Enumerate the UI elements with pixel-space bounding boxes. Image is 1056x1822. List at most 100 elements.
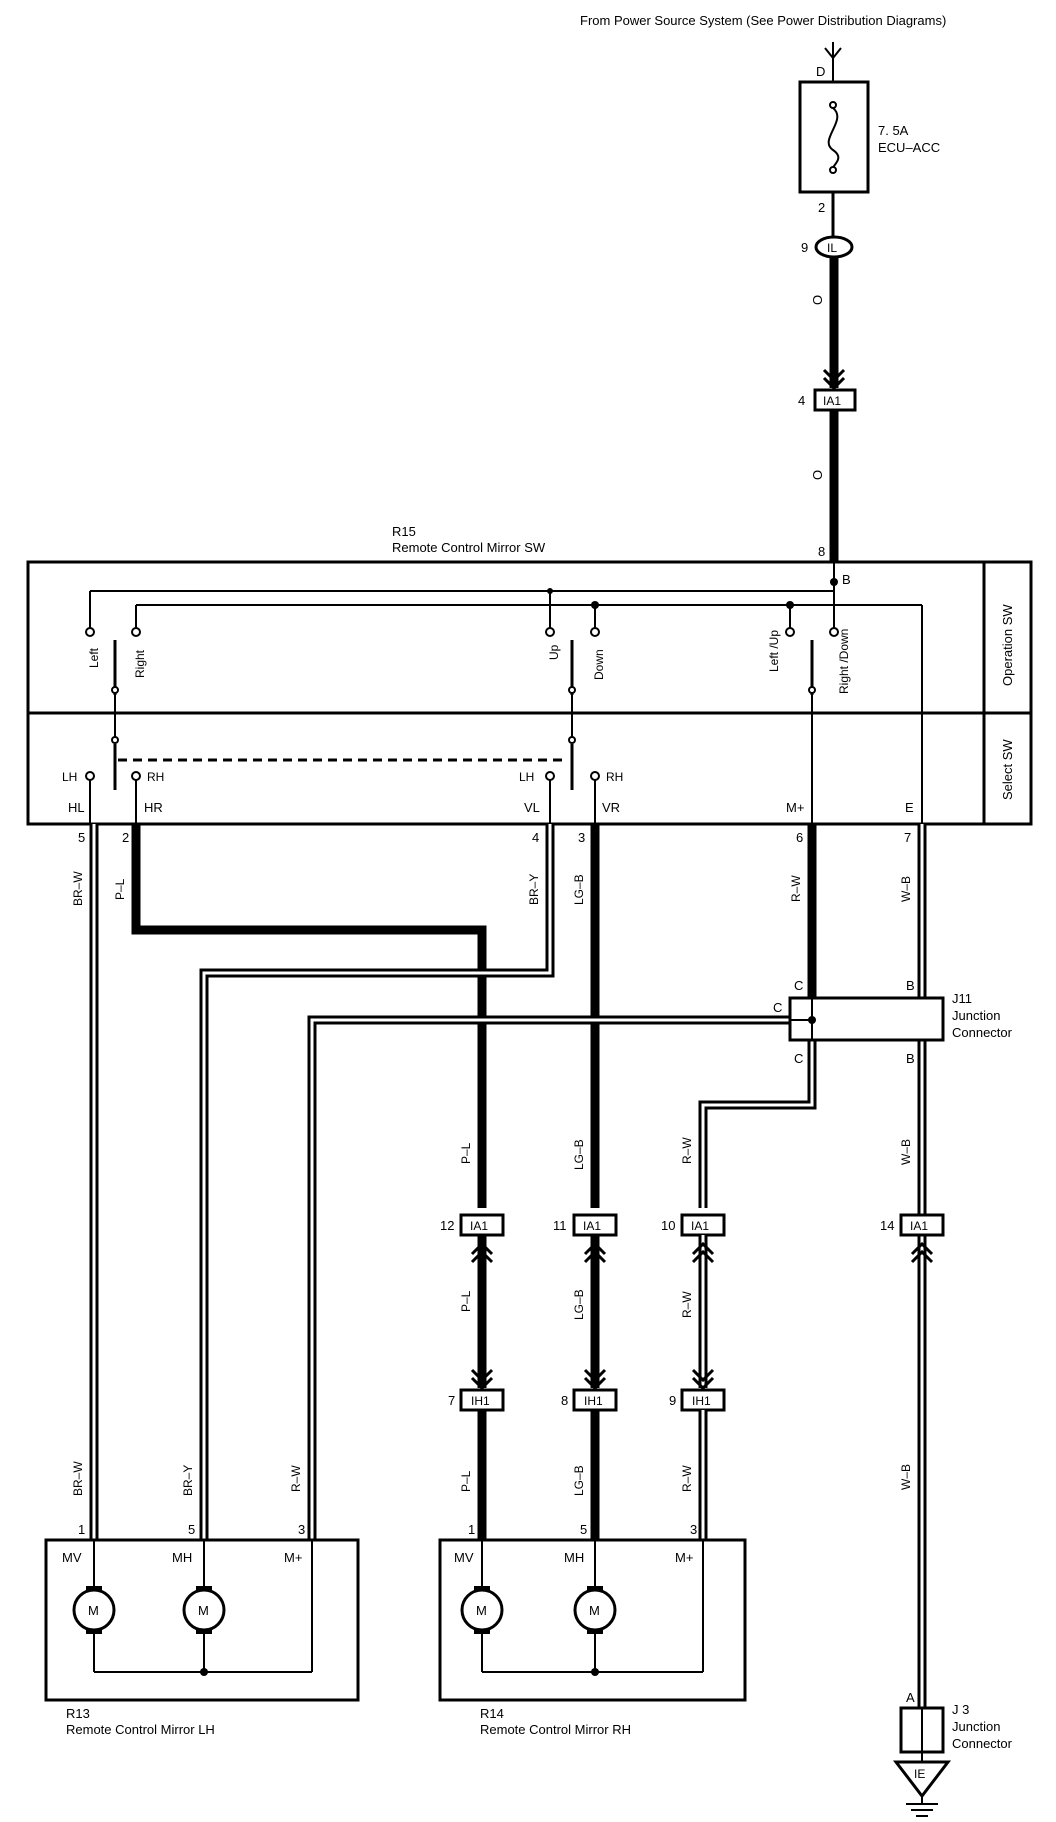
ia1-12-label: IA1 xyxy=(470,1219,488,1233)
mirror-lh-pin3: 3 xyxy=(298,1522,305,1537)
mirror-rh-pin3: 3 xyxy=(690,1522,697,1537)
op-left-label: Left xyxy=(87,647,101,668)
mirror-lh-code: R13 xyxy=(66,1706,90,1721)
wire-color-p-l-4: P–L xyxy=(459,1470,473,1492)
mirror-rh-term-mh: MH xyxy=(564,1550,584,1565)
pin-vr-num: 3 xyxy=(578,830,585,845)
fuse-name: ECU–ACC xyxy=(878,140,940,155)
j3-name1: Junction xyxy=(952,1719,1000,1734)
j11-c-left: C xyxy=(773,1000,782,1015)
ia1-14-label: IA1 xyxy=(910,1219,928,1233)
switch-body xyxy=(26,560,1033,826)
fuse-rating: 7. 5A xyxy=(878,123,909,138)
motor-icon: M xyxy=(72,1586,116,1634)
j11-code: J11 xyxy=(952,991,972,1006)
fuse-pin-in: D xyxy=(816,64,825,79)
ih1-7-label: IH1 xyxy=(471,1394,490,1408)
select-lh1: LH xyxy=(62,770,77,784)
pin-vr-name: VR xyxy=(602,800,620,815)
ground-icon xyxy=(892,1760,952,1817)
pin-e-name: E xyxy=(905,800,914,815)
mirror-rh-term-mv: MV xyxy=(454,1550,474,1565)
ih1-9-pin: 9 xyxy=(669,1393,676,1408)
fuse-pin-out: 2 xyxy=(818,200,825,215)
mirror-lh-term-mplus: M+ xyxy=(284,1550,302,1565)
wire-color-w-b-2: W–B xyxy=(899,1139,913,1165)
il-connector xyxy=(814,235,854,259)
fuse-box xyxy=(798,80,870,194)
svg-text:M: M xyxy=(589,1603,600,1618)
op-left-up-label: Left /Up xyxy=(767,630,781,672)
wire-color-w-b-1: W–B xyxy=(899,876,913,902)
ih1-7-pin: 7 xyxy=(448,1393,455,1408)
wire-color-r-w-2: R–W xyxy=(680,1137,694,1164)
op-right-label: Right xyxy=(133,649,147,678)
pin-hr-name: HR xyxy=(144,800,163,815)
wire-color-lg-b-3: LG–B xyxy=(572,1289,586,1320)
switch-pin-b-num: 8 xyxy=(818,544,825,559)
ia1-10-pin: 10 xyxy=(661,1218,675,1233)
motor-icon: M xyxy=(573,1586,617,1634)
ih1-9-label: IH1 xyxy=(692,1394,711,1408)
il-pin: 9 xyxy=(801,240,808,255)
connector-chevrons xyxy=(470,1241,934,1391)
wire-color-lg-b-4: LG–B xyxy=(572,1465,586,1496)
wire-color-r-w-1: R–W xyxy=(789,875,803,902)
il-label: IL xyxy=(827,241,837,255)
operation-switch-blades xyxy=(111,640,816,695)
motor-icon: M xyxy=(182,1586,226,1634)
mirror-rh-term-mplus: M+ xyxy=(675,1550,693,1565)
ia1-top-pin: 4 xyxy=(798,393,805,408)
wire-color-p-l-2: P–L xyxy=(459,1142,473,1164)
mirror-rh-pin1: 1 xyxy=(468,1522,475,1537)
select-sw-label: Select SW xyxy=(1000,739,1015,800)
wire-color-r-w-4: R–W xyxy=(680,1465,694,1492)
wire-color-p-l-1: P–L xyxy=(113,878,127,900)
fuse-icon xyxy=(827,101,840,174)
svg-text:M: M xyxy=(198,1603,209,1618)
mirror-rh-name: Remote Control Mirror RH xyxy=(480,1722,631,1737)
wire-color-br-w-2: BR–W xyxy=(71,1461,85,1496)
j3-name2: Connector xyxy=(952,1736,1013,1751)
svg-text:M: M xyxy=(476,1603,487,1618)
wire-color-o1: O xyxy=(810,295,825,305)
pin-vl-name: VL xyxy=(524,800,540,815)
source-arrow-icon xyxy=(824,47,842,60)
j11-name1: Junction xyxy=(952,1008,1000,1023)
select-rh1: RH xyxy=(147,770,164,784)
svg-text:M: M xyxy=(88,1603,99,1618)
switch-pin-b: B xyxy=(842,572,851,587)
mirror-rh-code: R14 xyxy=(480,1706,504,1721)
mirror-lh-term-mv: MV xyxy=(62,1550,82,1565)
mirror-lh-pin5: 5 xyxy=(188,1522,195,1537)
ground-label: IE xyxy=(914,1767,925,1781)
j11-name2: Connector xyxy=(952,1025,1013,1040)
wire-color-o2: O xyxy=(810,470,825,480)
j3-pin: A xyxy=(906,1690,915,1705)
pin-mplus-name: M+ xyxy=(786,800,804,815)
wire-color-w-b-3: W–B xyxy=(899,1464,913,1490)
pin-e-num: 7 xyxy=(904,830,911,845)
switch-code: R15 xyxy=(392,524,416,539)
j11-b-bottom: B xyxy=(906,1051,915,1066)
wire-color-lg-b-1: LG–B xyxy=(572,874,586,905)
wire-color-br-y-1: BR–Y xyxy=(527,874,541,905)
ih1-8-pin: 8 xyxy=(561,1393,568,1408)
mirror-lh-pin1: 1 xyxy=(78,1522,85,1537)
ia1-top-label: IA1 xyxy=(823,394,841,408)
motor-icon: M xyxy=(460,1586,504,1634)
pin-hl-name: HL xyxy=(68,800,85,815)
mirror-lh-term-mh: MH xyxy=(172,1550,192,1565)
operation-contacts xyxy=(85,627,839,637)
ih1-8-label: IH1 xyxy=(584,1394,603,1408)
switch-name: Remote Control Mirror SW xyxy=(392,540,546,555)
j3-code: J 3 xyxy=(952,1702,969,1717)
pin-vl-num: 4 xyxy=(532,830,539,845)
power-source-label: From Power Source System (See Power Dist… xyxy=(580,13,946,28)
select-rh2: RH xyxy=(606,770,623,784)
pin-hr-num: 2 xyxy=(122,830,129,845)
op-right-down-label: Right /Down xyxy=(837,629,851,694)
ia1-11-label: IA1 xyxy=(583,1219,601,1233)
